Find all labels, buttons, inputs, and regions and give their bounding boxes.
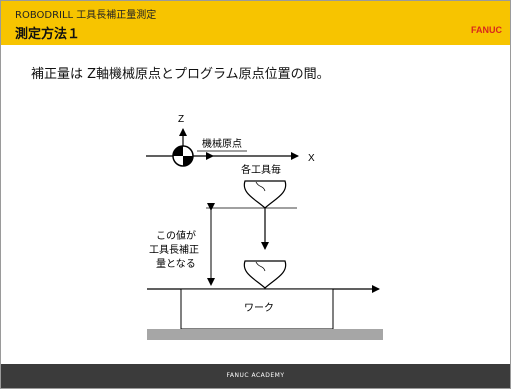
offset-label-line-1: この値が (156, 229, 196, 242)
each-tool-label: 各工具毎 (241, 163, 281, 176)
offset-statement: 補正量は Z軸機械原点とプログラム原点位置の間。 (31, 67, 330, 82)
offset-label-line-2: 工具長補正 (149, 243, 199, 256)
header-bar: ROBODRILL 工具長補正量測定 測定方法１ FANUC (1, 1, 510, 45)
offset-label-line-3: 量となる (156, 258, 196, 270)
machine-origin-symbol (172, 145, 194, 167)
x-axis-label: X (308, 153, 315, 164)
tool-lower (243, 260, 287, 289)
footer-bar: FANUC ACADEMY (1, 364, 510, 388)
fanuc-logo: FANUC (471, 25, 502, 35)
machine-origin-label: 機械原点 (202, 137, 242, 150)
machine-table (147, 329, 383, 340)
header-subtitle: ROBODRILL 工具長補正量測定 (15, 10, 157, 21)
tool-upper (243, 180, 287, 209)
header-title: 測定方法１ (15, 27, 81, 42)
z-axis-label: Z (178, 114, 184, 125)
workpiece-block (180, 288, 334, 330)
workpiece-label: ワーク (244, 302, 274, 314)
footer-text: FANUC ACADEMY (226, 372, 285, 379)
